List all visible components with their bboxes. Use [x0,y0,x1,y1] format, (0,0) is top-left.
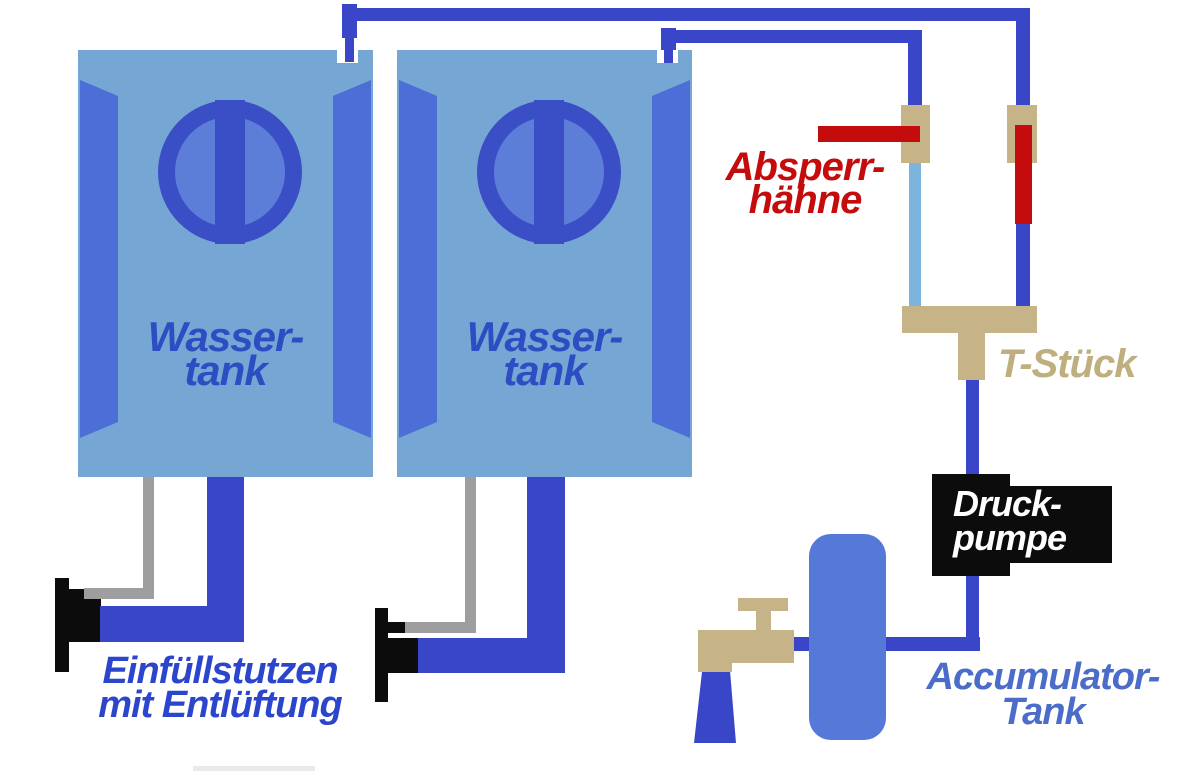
pressure-pump-box-ext [1010,486,1112,563]
tank1-inlet-tip [345,38,354,62]
pressure-pump-label: Druck- pumpe [953,483,1067,558]
valve-left-down-pipe [909,163,921,306]
accumulator-tank-body [809,534,886,740]
vent-pipe-1-vertical [143,477,154,599]
tank2-inlet-tip [664,50,673,63]
water-tank-label: Wasser- tank [466,313,624,394]
water-tank-2: Wasser- tank [397,50,692,477]
vent-pipe-1-horizontal [84,588,154,599]
faucet-handle-stem [756,609,771,631]
baseline-mark [193,766,315,771]
water-tank-label: Wasser- tank [147,313,305,394]
valve-handle-left [818,126,920,142]
filler-neck-2-body [388,638,420,673]
pump-down-pipe [966,576,979,651]
tank1-inlet-stub [342,4,357,38]
tank-side-panel [333,80,371,438]
tank-side-panel [80,80,118,438]
t-to-pump-pipe [966,380,979,474]
tank-cap-icon-bar [534,100,564,244]
top-pipe-outer-drop [1016,8,1030,105]
accumulator-tank-label: Accumulator- Tank [926,656,1161,733]
pressure-pump-box [932,474,1010,576]
t-piece-fitting [902,306,1037,333]
faucet-spout [698,630,732,672]
tank2-inlet-stub [661,28,676,50]
valve-right-down-pipe [1016,224,1030,306]
water-stream [694,672,736,743]
faucet-handle [738,598,788,611]
water-tank-1: Wasser- tank [78,50,373,477]
vent-pipe-2-horizontal [405,622,476,633]
top-pipe-inner [661,30,922,43]
filler-neck-label: Einfüllstutzen mit Entlüftung [98,650,342,726]
t-piece-label: T-Stück [998,342,1136,386]
top-pipe-outer [342,8,1030,21]
t-piece-stem [958,333,985,380]
fill-pipe-2-vertical [527,477,565,673]
shutoff-valves-label: Absperr- hähne [725,145,886,222]
valve-handle-right [1015,125,1032,224]
tank-cap-icon-bar [215,100,245,244]
fill-pipe-1-vertical [207,477,244,642]
top-pipe-inner-drop [908,30,922,105]
filler-neck-1-flange [55,578,69,672]
filler-neck-2-flange [375,608,388,702]
filler-neck-1-nub [68,589,84,602]
filler-neck-2-nub [388,622,405,633]
tank-side-panel [399,80,437,438]
vent-pipe-2-vertical [465,477,476,633]
filler-neck-1-body [68,599,101,642]
tank-side-panel [652,80,690,438]
